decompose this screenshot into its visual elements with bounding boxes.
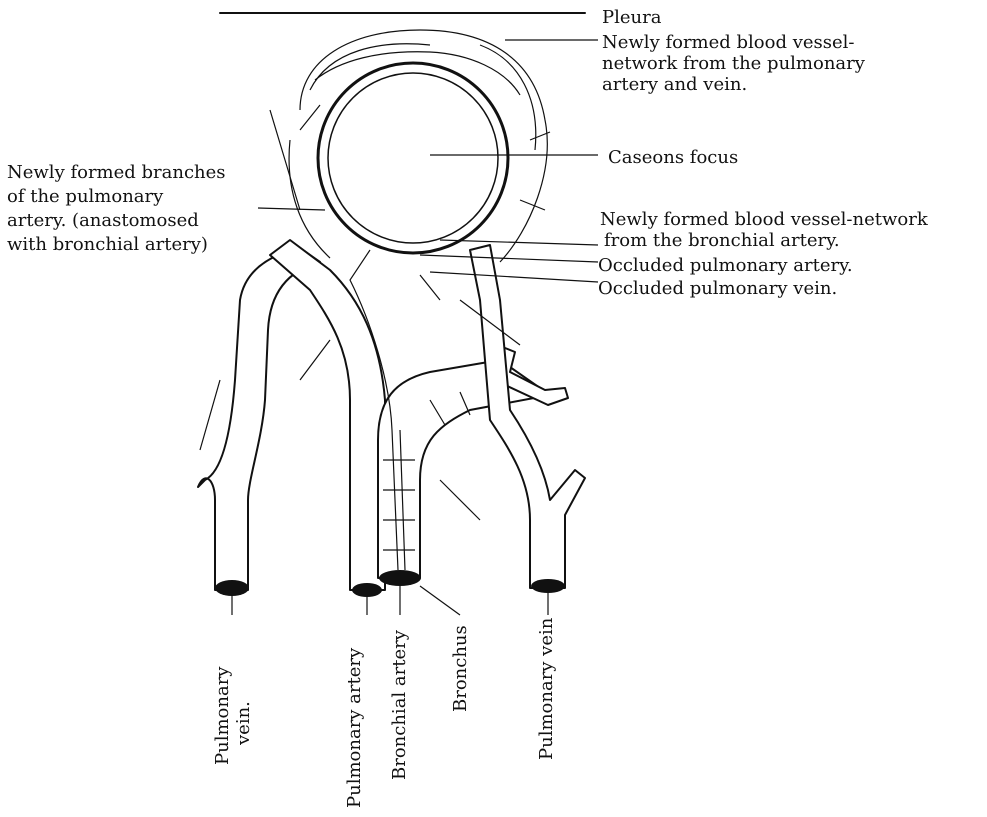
bronchus-lumen — [379, 570, 421, 586]
label-new-branches-3: artery. (anastomosed — [7, 210, 199, 231]
label-bronchus: Bronchus — [450, 625, 471, 712]
label-new-branches-1: Newly formed branches — [7, 162, 226, 183]
leader-new-branches — [258, 208, 325, 210]
label-new-branches-4: with bronchial artery) — [7, 234, 208, 255]
label-pulmonary-artery: Pulmonary artery — [344, 648, 365, 808]
left-vein-lumen — [215, 580, 249, 596]
label-pulmonary-vein-left-1: Pulmonary — [212, 667, 233, 765]
label-new-branches-2: of the pulmonary — [7, 186, 163, 207]
leader-occluded-vein — [430, 272, 598, 282]
label-network-pulmonary-2: network from the pulmonary — [602, 53, 865, 74]
leader-network-bronchial — [440, 240, 598, 245]
label-pulmonary-vein-left-2: vein. — [233, 701, 254, 745]
leader-occluded-artery — [420, 255, 598, 262]
pulmonary-artery-vessel — [270, 240, 385, 590]
label-network-bronchial-2: from the bronchial artery. — [604, 230, 840, 251]
caseous-focus-inner — [328, 73, 498, 243]
right-pulmonary-vein-vessel — [470, 245, 585, 588]
label-network-pulmonary-3: artery and vein. — [602, 74, 747, 95]
label-network-pulmonary-1: Newly formed blood vessel- — [602, 32, 855, 53]
label-pleura: Pleura — [602, 7, 661, 28]
label-occluded-vein: Occluded pulmonary vein. — [598, 278, 837, 299]
right-vein-lumen — [531, 579, 565, 593]
left-pulmonary-vein-vessel — [198, 248, 320, 590]
pulmonary-artery-lumen — [352, 583, 382, 597]
label-bronchial-artery: Bronchial artery — [389, 630, 410, 780]
label-occluded-artery: Occluded pulmonary artery. — [598, 255, 853, 276]
label-pulmonary-vein-right: Pulmonary vein — [536, 618, 557, 760]
label-caseous-focus: Caseons focus — [608, 147, 738, 168]
label-network-bronchial-1: Newly formed blood vessel-network — [600, 209, 928, 230]
leader-bronchus — [420, 586, 460, 615]
